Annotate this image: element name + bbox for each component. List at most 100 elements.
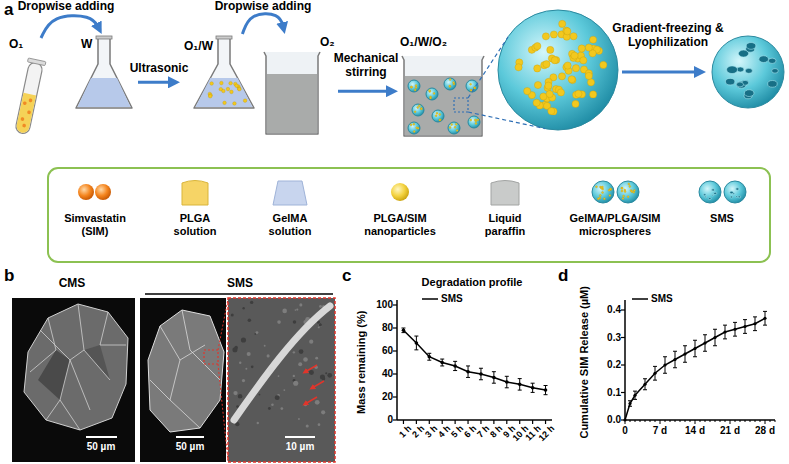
axis-tick-label-anchor: 0 <box>387 414 393 426</box>
error-cap <box>673 351 677 352</box>
error-cap <box>673 367 677 368</box>
process-arrow <box>138 81 174 84</box>
axis-tick <box>403 420 404 424</box>
pore <box>772 69 779 74</box>
legend-label: SMS <box>692 212 752 225</box>
axis-tick <box>519 420 520 424</box>
sem-texture <box>321 410 325 414</box>
axis-tick <box>393 396 397 397</box>
error-cap <box>544 394 548 395</box>
axis-tick-label: 0.3 <box>607 332 621 344</box>
sem-texture <box>233 391 237 395</box>
sem-texture <box>267 354 270 357</box>
nanoparticle-dot <box>543 61 550 68</box>
sem-texture <box>242 307 244 309</box>
sem-zoom-image <box>228 298 335 462</box>
microsphere <box>408 80 420 92</box>
axis-tick-label: 14 d <box>685 425 705 437</box>
sem-texture <box>251 365 254 368</box>
panel-letter: a <box>4 0 13 20</box>
error-cap <box>763 311 767 312</box>
legend-label-anchor: PLGA/SIM nanoparticles <box>357 212 443 237</box>
error-cap <box>683 362 687 363</box>
test-tube <box>13 58 46 135</box>
nanoparticle-dot <box>515 64 522 71</box>
axis-tick-label: 0 <box>387 414 393 426</box>
legend-label: PLGA/SIM nanoparticles <box>357 212 443 237</box>
error-cap <box>427 353 431 354</box>
data-point <box>723 330 726 333</box>
axis-tick-label-anchor: 28 d <box>755 425 775 437</box>
error-cap <box>544 385 548 386</box>
vessel-label: W <box>81 38 92 52</box>
legend-label: GelMA/PLGA/SIM microspheres <box>561 212 669 237</box>
sem-texture <box>293 320 297 324</box>
pore <box>736 82 743 87</box>
sem-texture <box>241 337 246 342</box>
error-cap <box>683 345 687 346</box>
error-cap <box>633 391 637 392</box>
sem-texture <box>318 323 322 327</box>
nanoparticle-dot <box>571 52 578 59</box>
nanoparticle-dot <box>429 90 431 92</box>
axis-tick <box>750 420 751 422</box>
data-point <box>492 376 496 380</box>
nanoparticle-dot <box>230 90 234 94</box>
axis-tick <box>720 420 721 422</box>
data-line <box>403 330 545 390</box>
legend-label: Liquid paraffin <box>473 212 537 237</box>
data-point <box>693 347 696 350</box>
vessel-label: O₂ <box>320 36 335 50</box>
axis-tick <box>715 420 716 422</box>
axis-tick-label: 100 <box>376 299 393 311</box>
process-arrow <box>41 16 99 38</box>
sem-texture <box>257 422 259 424</box>
sem-texture <box>296 308 298 310</box>
beaker-vessel: O₁/W/O₂ <box>398 34 490 138</box>
axis-tick-label: 80 <box>382 322 393 334</box>
nanoparticle-dot <box>534 65 541 72</box>
axis-tick <box>393 327 397 328</box>
error-cap <box>628 400 632 401</box>
axis-tick-label-anchor: 0.0 <box>607 414 621 426</box>
error-cap <box>693 340 697 341</box>
legend-line-sample <box>422 298 438 300</box>
axis-title-anchor: Cumulative SIM Release (µM) <box>578 286 591 438</box>
error-cap <box>743 333 747 334</box>
sem-texture <box>248 318 252 322</box>
pore <box>712 194 714 195</box>
axis-tick-label: 0.1 <box>607 387 621 399</box>
axis-tick <box>705 420 706 422</box>
sem-particle <box>148 310 224 432</box>
sem-texture <box>298 418 300 420</box>
error-cap <box>643 389 647 390</box>
data-point <box>633 394 636 397</box>
nanoparticle-dot <box>550 31 557 38</box>
nanoparticle-dot <box>564 62 571 69</box>
axis-tick <box>630 420 631 422</box>
sem-image <box>140 298 226 462</box>
step-label-anchor: Gradient-freezing & Lyophilization <box>612 22 724 50</box>
step-label-anchor: Dropwise adding <box>18 0 115 14</box>
process-arrow <box>242 14 283 34</box>
error-cap <box>723 338 727 339</box>
drug-icon <box>95 184 111 200</box>
solution-icon <box>273 181 307 205</box>
legend-label-anchor: PLGA solution <box>165 212 225 237</box>
nanoparticle-dot <box>238 87 242 91</box>
nanoparticle-dot <box>475 122 477 124</box>
axis-tick <box>393 304 397 305</box>
axis-tick <box>690 420 691 422</box>
nanoparticle-dot <box>453 82 455 84</box>
sem-fold-line <box>180 345 205 360</box>
microsphere <box>408 122 420 134</box>
axis-tick <box>660 420 661 424</box>
scale-bar-label: 50 µm <box>176 441 205 453</box>
nanoparticle-dot <box>410 86 412 88</box>
axis-line <box>397 419 552 421</box>
nanoparticle-dot <box>624 191 626 193</box>
nanoparticle-dot <box>474 87 476 89</box>
nanoparticle-dot <box>229 81 233 85</box>
sem-texture <box>242 379 245 382</box>
pore-arrow <box>312 381 324 388</box>
